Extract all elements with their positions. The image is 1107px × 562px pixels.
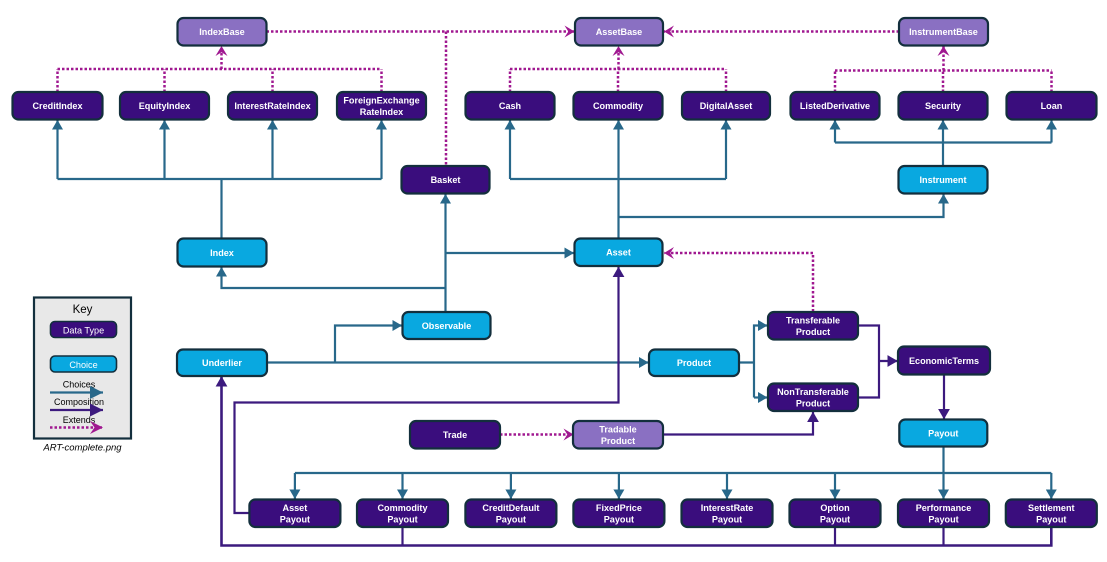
- svg-text:Payout: Payout: [280, 514, 310, 524]
- svg-text:Key: Key: [73, 304, 93, 316]
- svg-text:Option: Option: [820, 503, 849, 513]
- svg-text:IndexBase: IndexBase: [199, 27, 245, 37]
- svg-text:ART-complete.png: ART-complete.png: [42, 443, 122, 454]
- svg-text:Observable: Observable: [422, 321, 472, 331]
- svg-text:Product: Product: [601, 436, 635, 446]
- svg-text:DigitalAsset: DigitalAsset: [700, 101, 753, 111]
- svg-text:Payout: Payout: [928, 514, 958, 524]
- svg-text:ForeignExchange: ForeignExchange: [343, 95, 419, 105]
- svg-text:Security: Security: [925, 101, 962, 111]
- svg-text:Transferable: Transferable: [786, 315, 840, 325]
- svg-text:Product: Product: [796, 327, 830, 337]
- svg-text:Payout: Payout: [604, 514, 634, 524]
- svg-text:Loan: Loan: [1041, 101, 1063, 111]
- svg-text:Payout: Payout: [928, 428, 958, 438]
- svg-text:Asset: Asset: [606, 248, 631, 258]
- svg-text:CreditDefault: CreditDefault: [482, 503, 539, 513]
- svg-text:Extends: Extends: [63, 415, 96, 425]
- svg-text:Payout: Payout: [820, 514, 850, 524]
- svg-text:Product: Product: [796, 398, 830, 408]
- svg-text:FixedPrice: FixedPrice: [596, 503, 642, 513]
- svg-text:Index: Index: [210, 248, 234, 258]
- svg-text:NonTransferable: NonTransferable: [777, 387, 849, 397]
- svg-text:Payout: Payout: [387, 514, 417, 524]
- svg-text:Product: Product: [677, 358, 711, 368]
- svg-text:InterestRateIndex: InterestRateIndex: [234, 101, 310, 111]
- svg-text:Basket: Basket: [431, 175, 461, 185]
- svg-text:Instrument: Instrument: [920, 175, 967, 185]
- svg-text:Underlier: Underlier: [202, 358, 242, 368]
- svg-text:CreditIndex: CreditIndex: [32, 101, 82, 111]
- svg-text:InstrumentBase: InstrumentBase: [909, 27, 978, 37]
- svg-text:Trade: Trade: [443, 430, 467, 440]
- svg-text:Asset: Asset: [283, 503, 308, 513]
- svg-text:Composition: Composition: [54, 397, 104, 407]
- svg-text:InterestRate: InterestRate: [701, 503, 754, 513]
- svg-text:Choice: Choice: [69, 360, 97, 370]
- svg-text:Commodity: Commodity: [593, 101, 644, 111]
- svg-text:Payout: Payout: [1036, 514, 1066, 524]
- svg-text:Cash: Cash: [499, 101, 521, 111]
- svg-text:Tradable: Tradable: [599, 424, 636, 434]
- svg-text:Choices: Choices: [63, 380, 96, 390]
- svg-text:RateIndex: RateIndex: [360, 107, 403, 117]
- svg-text:ListedDerivative: ListedDerivative: [800, 101, 870, 111]
- svg-text:EconomicTerms: EconomicTerms: [909, 356, 979, 366]
- svg-text:AssetBase: AssetBase: [596, 27, 643, 37]
- svg-text:Data Type: Data Type: [63, 326, 104, 336]
- svg-text:Commodity: Commodity: [377, 503, 428, 513]
- svg-text:Performance: Performance: [916, 503, 972, 513]
- svg-text:Payout: Payout: [496, 514, 526, 524]
- svg-text:EquityIndex: EquityIndex: [139, 101, 191, 111]
- svg-text:Payout: Payout: [712, 514, 742, 524]
- svg-text:Settlement: Settlement: [1028, 503, 1075, 513]
